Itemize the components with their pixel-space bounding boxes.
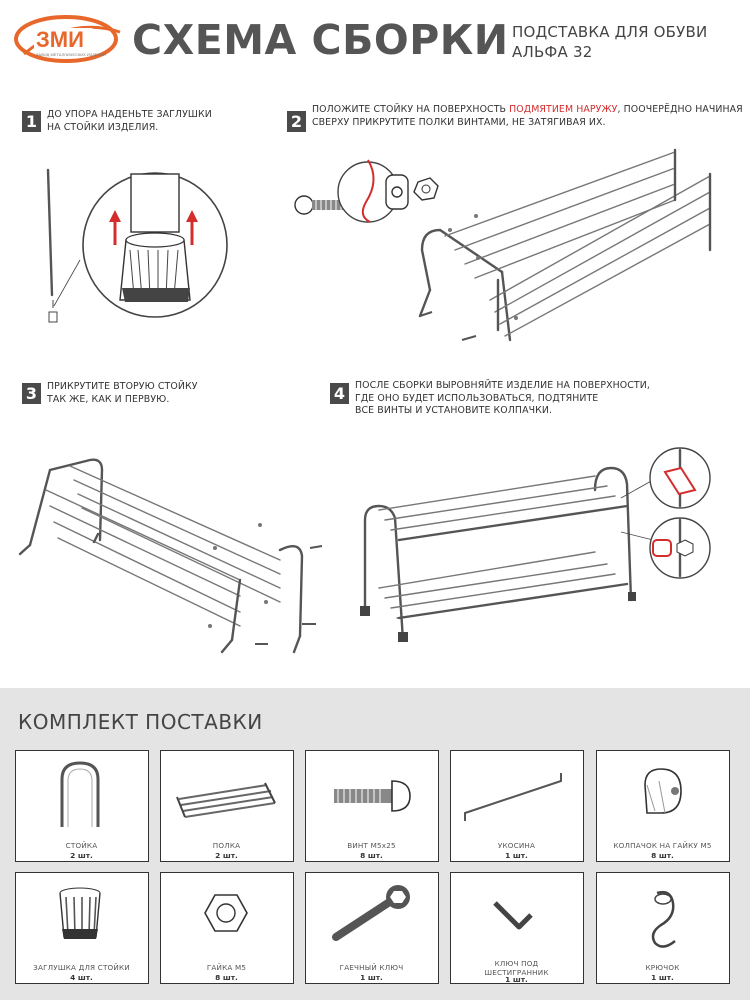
wrench-icon: [332, 885, 410, 941]
step-4-illustration: [360, 447, 711, 642]
plug-icon: [59, 887, 101, 939]
shelf-icon: [176, 782, 276, 818]
kit-item-plug: ЗАГЛУШКА ДЛЯ СТОЙКИ 4 шт.: [15, 872, 149, 984]
nut-cap-icon: [644, 768, 682, 814]
step-3-illustration: [18, 458, 323, 654]
hex-key-icon: [493, 901, 533, 930]
step-2-text: ПОЛОЖИТЕ СТОЙКУ НА ПОВЕРХНОСТЬ ПОДМЯТИЕМ…: [312, 104, 743, 129]
nut-icon: [204, 894, 248, 932]
page-title: СХЕМА СБОРКИ: [132, 16, 509, 64]
step-2-illustration: [294, 148, 712, 342]
step-1-illustration: [46, 168, 228, 323]
product-name: ПОДСТАВКА ДЛЯ ОБУВИ АЛЬФА 32: [512, 22, 707, 62]
step-1-number: 1: [22, 111, 41, 132]
step-4-number: 4: [330, 383, 349, 404]
kit-item-shelf: ПОЛКА 2 шт.: [160, 750, 294, 862]
kit-item-name: КРЮЧОК: [645, 963, 680, 972]
step-2-text-b: , ПООЧЕРЁДНО НАЧИНАЯ СВЕРХУ ПРИКРУТИТЕ П…: [312, 104, 743, 128]
step-3-number: 3: [22, 383, 41, 404]
kit-item-wrench: ГАЕЧНЫЙ КЛЮЧ 1 шт.: [305, 872, 439, 984]
kit-item-name: ПОЛКА: [212, 841, 241, 850]
kit-item-name: ГАЕЧНЫЙ КЛЮЧ: [339, 963, 404, 972]
kit-item-screw: ВИНТ М5х25 8 шт.: [305, 750, 439, 862]
hook-icon: [651, 890, 676, 948]
kit-item-qty: 1 шт.: [360, 973, 383, 982]
step-1-text: ДО УПОРА НАДЕНЬТЕ ЗАГЛУШКИ НА СТОЙКИ ИЗД…: [47, 109, 212, 133]
logo-subtext: ЗАВОД МЕТАЛЛИЧЕСКИХ ИЗДЕЛИЙ: [36, 52, 106, 57]
screw-icon: [334, 780, 411, 812]
kit-item-qty: 2 шт.: [215, 851, 238, 860]
kit-title: КОМПЛЕКТ ПОСТАВКИ: [18, 710, 263, 734]
kit-item-brace: УКОСИНА 1 шт.: [450, 750, 584, 862]
kit-item-name: ЗАГЛУШКА ДЛЯ СТОЙКИ: [33, 963, 130, 972]
kit-item-qty: 8 шт.: [651, 851, 674, 860]
step-2-text-highlight: ПОДМЯТИЕМ НАРУЖУ: [509, 104, 618, 115]
kit-item-name: ВИНТ М5х25: [347, 841, 396, 850]
kit-item-hex-key: КЛЮЧ ПОД ШЕСТИГРАННИК 1 шт.: [450, 872, 584, 984]
kit-item-cap: КОЛПАЧОК НА ГАЙКУ М5 8 шт.: [596, 750, 730, 862]
kit-item-name: ГАЙКА М5: [206, 963, 247, 972]
kit-item-qty: 1 шт.: [505, 851, 528, 860]
step-4-text: ПОСЛЕ СБОРКИ ВЫРОВНЯЙТЕ ИЗДЕЛИЕ НА ПОВЕР…: [355, 380, 650, 416]
kit-item-post: СТОЙКА 2 шт.: [15, 750, 149, 862]
logo-text: ЗМИ: [36, 27, 84, 52]
kit-item-qty: 1 шт.: [651, 973, 674, 982]
kit-item-qty: 8 шт.: [360, 851, 383, 860]
kit-item-name: УКОСИНА: [497, 841, 536, 850]
kit-item-nut: ГАЙКА М5 8 шт.: [160, 872, 294, 984]
step-3-text: ПРИКРУТИТЕ ВТОРУЮ СТОЙКУ ТАК ЖЕ, КАК И П…: [47, 381, 198, 405]
kit-item-name: СТОЙКА: [65, 841, 98, 850]
kit-item-qty: 1 шт.: [505, 975, 528, 984]
brace-icon: [464, 773, 562, 821]
kit-item-qty: 8 шт.: [215, 973, 238, 982]
kit-item-name: КОЛПАЧОК НА ГАЙКУ М5: [613, 841, 712, 850]
step-2-number: 2: [287, 111, 306, 132]
step-2-text-a: ПОЛОЖИТЕ СТОЙКУ НА ПОВЕРХНОСТЬ: [312, 104, 510, 115]
kit-item-qty: 2 шт.: [70, 851, 93, 860]
product-line-2: АЛЬФА 32: [512, 43, 593, 61]
product-line-1: ПОДСТАВКА ДЛЯ ОБУВИ: [512, 23, 708, 41]
kit-item-name: КЛЮЧ ПОД ШЕСТИГРАННИК: [484, 959, 549, 977]
brand-logo: ЗМИ ЗАВОД МЕТАЛЛИЧЕСКИХ ИЗДЕЛИЙ: [14, 15, 121, 63]
kit-item-hook: КРЮЧОК 1 шт.: [596, 872, 730, 984]
post-icon: [60, 761, 100, 827]
kit-item-qty: 4 шт.: [70, 973, 93, 982]
